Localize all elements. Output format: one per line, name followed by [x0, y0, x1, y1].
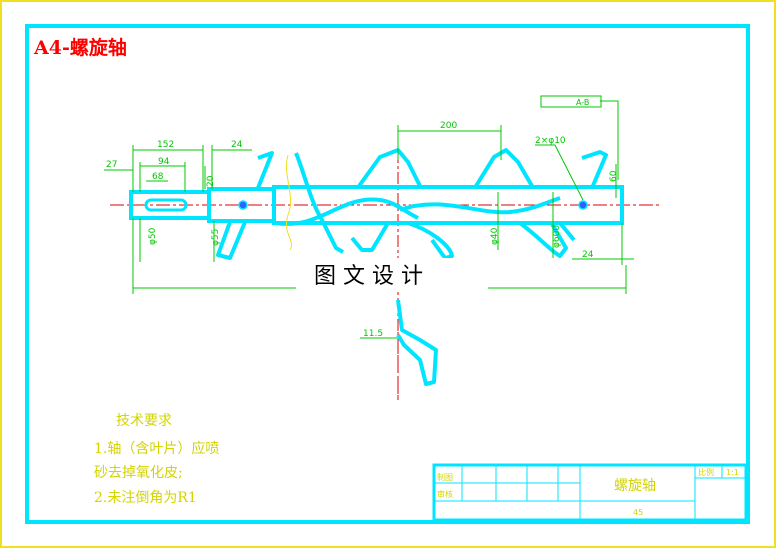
flight-section-view: [396, 299, 438, 398]
dim-11-5: 11.5: [363, 329, 383, 339]
tech-line-1: 1.轴（含叶片）应喷: [94, 440, 219, 457]
part-name: 螺旋轴: [614, 478, 656, 494]
label-checked: 审核: [437, 489, 453, 499]
tech-line-2: 砂去掉氧化皮;: [94, 465, 183, 481]
dim-152: 152: [157, 140, 174, 150]
title-block: 制图 审核 螺旋轴 45 比例 1:1: [432, 463, 748, 522]
tech-line-3: 2.未注倒角为R1: [94, 490, 197, 506]
dim-24-top: 24: [231, 140, 243, 150]
dim-60: 60: [609, 170, 619, 182]
dimension-texts: 200 152 24 27 94 68 20 2×φ10 A-B φ50 φ55…: [106, 98, 619, 339]
watermark-text: 图 文 设 计: [314, 264, 423, 289]
dim-2x10: 2×φ10: [535, 136, 566, 146]
pin-hole-left: [238, 200, 248, 210]
drawing-frame: [25, 24, 750, 524]
helical-flights: [216, 148, 608, 260]
dim-200: 200: [440, 121, 457, 131]
dim-20: 20: [206, 175, 216, 187]
dim-68: 68: [152, 172, 164, 182]
technical-requirements: 技术要求 1.轴（含叶片）应喷 砂去掉氧化皮; 2.未注倒角为R1: [94, 413, 219, 506]
label-scale: 比例: [698, 467, 714, 477]
sheet-title: A4-螺旋轴: [33, 36, 127, 59]
pin-hole-right: [578, 200, 588, 210]
keyway-slot: [144, 198, 188, 212]
scale-value: 1:1: [726, 468, 739, 477]
dim-phi55: φ55: [211, 229, 221, 246]
dim-27: 27: [106, 160, 117, 170]
dimension-lines: [104, 95, 634, 339]
dim-94: 94: [158, 157, 170, 167]
label-drawn: 制图: [437, 472, 453, 482]
shaft-main-view: [110, 130, 660, 400]
dim-24-bottom: 24: [582, 250, 594, 260]
dim-phi40: φ40: [490, 227, 500, 245]
break-line-left: [286, 154, 292, 251]
tech-heading: 技术要求: [116, 413, 172, 429]
datum-label: A-B: [576, 98, 589, 107]
watermark-backdrop: [298, 258, 488, 292]
main-tube: [272, 185, 624, 225]
material-value: 45: [633, 508, 643, 517]
dim-phi600: φ600: [552, 225, 562, 248]
dim-phi50: φ50: [148, 227, 158, 245]
